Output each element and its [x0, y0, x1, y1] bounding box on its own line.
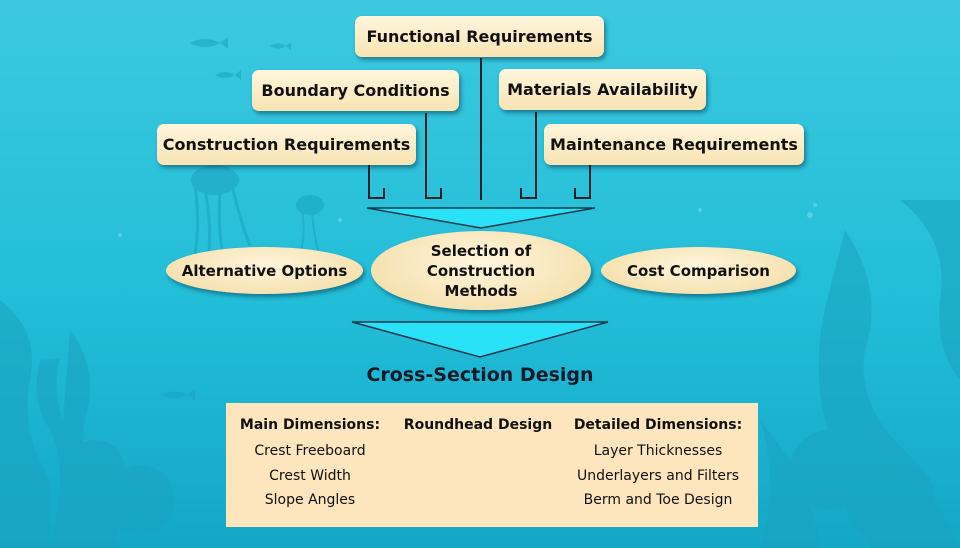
main-item: Crest Freeboard: [254, 443, 366, 459]
cost-comparison-label: Cost Comparison: [627, 261, 770, 280]
detailed-dimensions-column: Detailed Dimensions: Layer Thicknesses U…: [562, 417, 754, 513]
main-item: Slope Angles: [264, 492, 356, 508]
materials-availability-label: Materials Availability: [507, 80, 698, 99]
materials-availability-box: Materials Availability: [499, 69, 706, 110]
main-dimensions-heading: Main Dimensions:: [239, 417, 381, 433]
cost-comparison-ellipse: Cost Comparison: [601, 247, 796, 294]
roundhead-design-column: Roundhead Design: [398, 417, 558, 439]
arrow-down-bottom: [351, 321, 609, 358]
connector-construction: [368, 165, 385, 199]
alternative-options-ellipse: Alternative Options: [166, 247, 363, 294]
arrow-down-top: [366, 207, 596, 229]
connector-boundary: [425, 113, 442, 199]
boundary-conditions-box: Boundary Conditions: [252, 70, 459, 111]
selection-methods-label: Selection of Construction Methods: [426, 241, 536, 300]
functional-requirements-label: Functional Requirements: [366, 27, 593, 46]
design-details-panel: Main Dimensions: Crest Freeboard Crest W…: [226, 403, 758, 527]
cross-section-design-title: Cross-Section Design: [366, 364, 594, 386]
alternative-options-label: Alternative Options: [181, 261, 348, 280]
construction-requirements-box: Construction Requirements: [157, 124, 416, 165]
construction-requirements-label: Construction Requirements: [162, 135, 411, 154]
detailed-item: Berm and Toe Design: [583, 492, 733, 508]
roundhead-design-heading: Roundhead Design: [403, 417, 553, 433]
selection-methods-ellipse: Selection of Construction Methods: [371, 231, 591, 310]
connector-materials: [520, 112, 537, 199]
detailed-item: Layer Thicknesses: [593, 443, 723, 459]
boundary-conditions-label: Boundary Conditions: [261, 81, 450, 100]
detailed-item: Underlayers and Filters: [577, 467, 739, 484]
connector-maintenance: [574, 165, 591, 199]
maintenance-requirements-box: Maintenance Requirements: [544, 124, 804, 165]
main-item: Crest Width: [269, 467, 351, 484]
functional-requirements-box: Functional Requirements: [355, 16, 604, 57]
main-dimensions-column: Main Dimensions: Crest Freeboard Crest W…: [226, 417, 394, 513]
detailed-dimensions-heading: Detailed Dimensions:: [573, 417, 743, 433]
maintenance-requirements-label: Maintenance Requirements: [550, 135, 798, 154]
